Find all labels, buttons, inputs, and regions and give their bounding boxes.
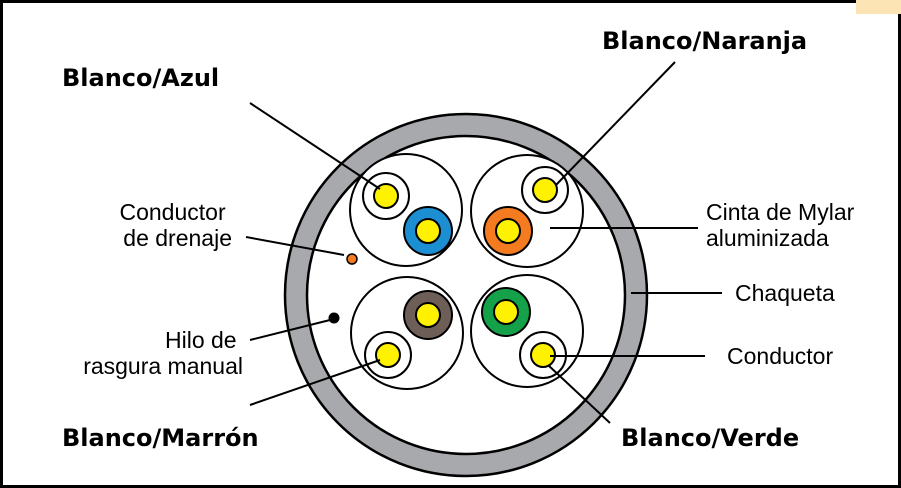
leader-lines — [245, 61, 722, 424]
conductor-white-brown — [364, 331, 412, 379]
ripcord — [328, 312, 340, 324]
label-chaqueta: Chaqueta — [735, 280, 835, 306]
conductor-white-blue — [362, 172, 410, 220]
label-blanco-verde: Blanco/Verde — [621, 424, 799, 452]
label-hilo-rasgura: Hilo de rasgura manual — [83, 327, 243, 379]
pair-shield-orange — [470, 154, 584, 268]
conductor-brown — [403, 290, 453, 340]
corner-tab — [856, 0, 901, 14]
conductor-orange — [483, 206, 533, 256]
label-cinta-mylar: Cinta de Mylar aluminizada — [706, 199, 861, 251]
pair-shield-brown — [350, 276, 464, 390]
conductor-green — [481, 287, 531, 337]
conductor-white-orange — [521, 166, 569, 214]
label-blanco-naranja: Blanco/Naranja — [602, 27, 807, 55]
label-conductor: Conductor — [727, 343, 833, 369]
label-blanco-azul: Blanco/Azul — [62, 64, 219, 92]
label-blanco-marron: Blanco/Marrón — [62, 424, 259, 452]
drain-wire — [346, 253, 358, 265]
conductor-blue — [403, 206, 453, 256]
cable-core — [305, 134, 627, 456]
label-conductor-drenaje: Conductor de drenaje — [119, 199, 232, 251]
